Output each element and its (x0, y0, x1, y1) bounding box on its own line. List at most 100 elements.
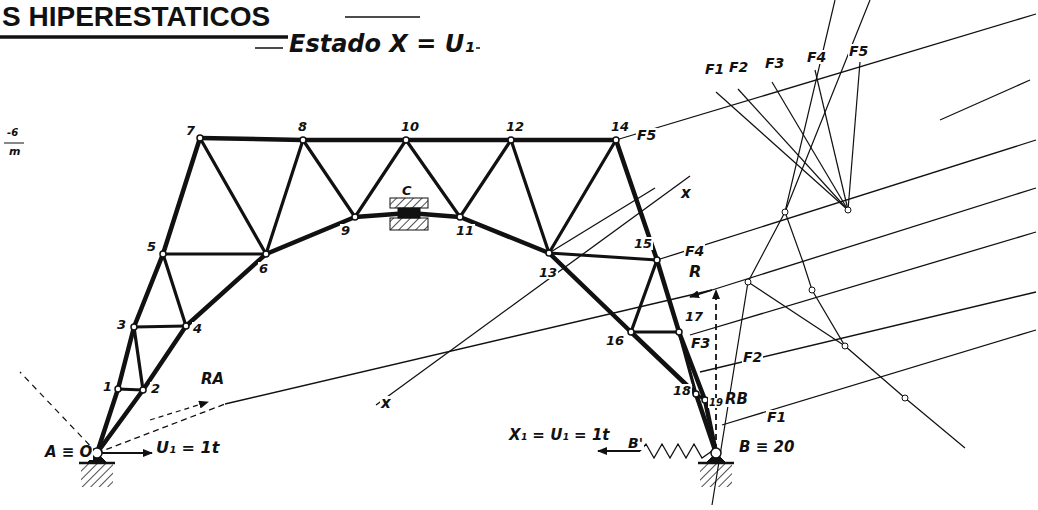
joint-number: 3 (116, 318, 127, 331)
force-label: F1 (766, 410, 787, 424)
fraction-bar (4, 143, 24, 144)
web-member (549, 140, 616, 253)
joint-number: 10 (400, 120, 420, 133)
subtitle-dash (255, 47, 283, 49)
page-heading: S HIPERESTATICOS (2, 3, 270, 31)
title-rule (345, 16, 420, 18)
guide-support (390, 198, 428, 208)
chord-member (200, 138, 303, 140)
web-member (406, 140, 460, 217)
chord-member (303, 138, 406, 143)
construction-line (616, 14, 1036, 140)
support-label: A ≡ O (44, 445, 93, 460)
truss-joint (160, 251, 166, 257)
spring-label: B' (627, 436, 644, 450)
joint-number: 13 (538, 266, 558, 279)
force-arrow (100, 452, 152, 454)
truss-joint (403, 137, 409, 143)
joint-number: 7 (185, 124, 196, 137)
web-member (200, 138, 266, 254)
force-label: F4 (806, 50, 827, 64)
chord-member (409, 213, 460, 217)
joint-number: 1 (102, 380, 113, 393)
construction-point (842, 343, 848, 349)
construction-point (902, 395, 908, 401)
joint-number: 14 (610, 120, 630, 133)
joint-number: 16 (605, 334, 625, 347)
web-member (303, 140, 355, 217)
joint-number: 6 (258, 262, 269, 275)
joint-number: 18 (672, 384, 692, 397)
truss-joint (711, 448, 721, 458)
truss-joint (628, 329, 634, 335)
truss-joint (654, 257, 660, 263)
web-member (134, 327, 143, 390)
chord-member (355, 213, 409, 217)
funicular-line (785, 212, 965, 448)
chord-member (118, 327, 134, 389)
joint-number: 9 (340, 224, 351, 237)
state-title: Estado X = U₁ (288, 32, 476, 56)
truss-joint (131, 324, 137, 330)
truss-joint (300, 137, 306, 143)
joint-number: 12 (505, 120, 525, 133)
chord-member (616, 140, 657, 260)
joint-number: 4 (192, 322, 203, 335)
resultant-label: R (688, 264, 702, 280)
guide-support (390, 218, 428, 230)
truss-joint (92, 448, 102, 458)
joint-number: 19 (708, 398, 724, 408)
construction-line (657, 140, 1036, 260)
force-ray (772, 82, 848, 210)
construction-line (722, 330, 1036, 425)
chord-member (511, 138, 616, 143)
web-member (118, 389, 143, 390)
web-member (266, 140, 303, 254)
joint-number: 17 (684, 310, 704, 323)
ground-hatch (700, 463, 732, 487)
joint-number: 8 (297, 120, 308, 133)
force-label: F3 (690, 336, 711, 350)
leader-line (20, 372, 97, 453)
ground-hatch (81, 463, 113, 487)
title-underline (0, 35, 330, 39)
chord-member (97, 390, 143, 453)
joint-number: 11 (455, 224, 475, 237)
reaction-arrow (150, 402, 208, 420)
force-arrow (598, 450, 640, 452)
truss-joint (693, 391, 699, 397)
truss-joint (115, 386, 121, 392)
joint-number: 5 (146, 240, 157, 253)
web-member (163, 254, 186, 326)
chord-member (549, 253, 631, 332)
web-member (631, 330, 679, 333)
chord-member (186, 254, 266, 326)
web-member (631, 260, 657, 332)
truss-joint (546, 250, 552, 256)
force-ray (848, 62, 860, 210)
force-ray (815, 70, 848, 210)
section-label: x (680, 186, 692, 201)
construction-line (712, 188, 1036, 290)
force-label: F2 (742, 350, 763, 364)
truss-joint (676, 329, 682, 335)
web-member (355, 140, 406, 217)
truss-joint (457, 214, 463, 220)
truss-joint (140, 387, 146, 393)
ground-line (698, 462, 734, 465)
chord-member (266, 217, 355, 254)
force-label: F3 (764, 56, 785, 70)
force-ray (716, 92, 848, 210)
truss-joint (352, 214, 358, 220)
chord-member (97, 389, 118, 453)
chord-member (657, 260, 679, 332)
construction-point (782, 209, 788, 215)
web-member (511, 140, 549, 253)
web-member (163, 252, 266, 255)
construction-point (809, 287, 815, 293)
truss-joint (508, 137, 514, 143)
truss-joint (183, 323, 189, 329)
unit-fragment: -6 (6, 128, 19, 138)
